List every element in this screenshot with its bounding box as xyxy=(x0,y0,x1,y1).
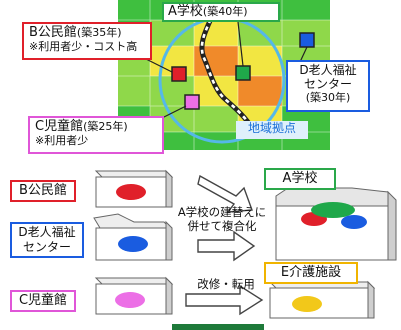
merge-caption-2: 併せて複合化 xyxy=(187,218,257,233)
school-a-map-label: A学校(築40年) xyxy=(162,2,280,22)
building-e xyxy=(268,280,376,319)
elderly-d-map-label: D老人福祉 センター (築30年) xyxy=(286,60,370,112)
flow-d-label-1: D老人福祉 xyxy=(18,225,76,239)
children-c-name: C児童館 xyxy=(35,119,84,134)
facility-c-marker xyxy=(184,94,200,110)
flow-a-label: A学校 xyxy=(264,168,336,190)
merge-arrow-upper xyxy=(197,174,253,213)
community-b-age: (築35年) xyxy=(76,26,122,39)
bottom-green-bar xyxy=(172,324,264,330)
facility-b-marker xyxy=(171,66,187,82)
children-c-age: (築25年) xyxy=(83,120,128,133)
school-a-name: A学校 xyxy=(168,4,203,19)
children-c-note: ※利用者少 xyxy=(35,133,89,147)
flow-e-label: E介護施設 xyxy=(264,262,358,284)
building-d xyxy=(93,213,173,261)
community-b-map-label: B公民館(築35年) ※利用者少・コスト高 xyxy=(22,22,152,60)
convert-arrow xyxy=(185,284,264,316)
elderly-d-name-2: センター xyxy=(303,76,352,91)
community-b-note: ※利用者少・コスト高 xyxy=(29,39,138,53)
merge-arrow-lower xyxy=(197,230,256,262)
hub-label: 地域拠点 xyxy=(236,121,308,139)
flow-c-label: C児童館 xyxy=(10,290,76,312)
convert-caption: 改修・転用 xyxy=(197,277,255,291)
elderly-d-name-1: D老人福祉 xyxy=(299,63,357,77)
school-a-age: (築40年) xyxy=(202,5,248,18)
flow-d-label: D老人福祉 センター xyxy=(10,222,84,258)
community-b-name: B公民館 xyxy=(29,25,77,40)
merge-caption-1: A学校の建替えに xyxy=(177,205,267,219)
building-b xyxy=(94,169,174,208)
merge-caption: A学校の建替えに 併せて複合化 xyxy=(170,205,274,234)
flow-d-label-2: センター xyxy=(22,240,71,254)
building-c xyxy=(94,276,174,315)
children-c-map-label: C児童館(築25年) ※利用者少 xyxy=(28,116,164,154)
elderly-d-age: (築30年) xyxy=(305,90,351,104)
building-a-combined xyxy=(275,179,397,261)
flow-b-label: B公民館 xyxy=(10,180,76,202)
